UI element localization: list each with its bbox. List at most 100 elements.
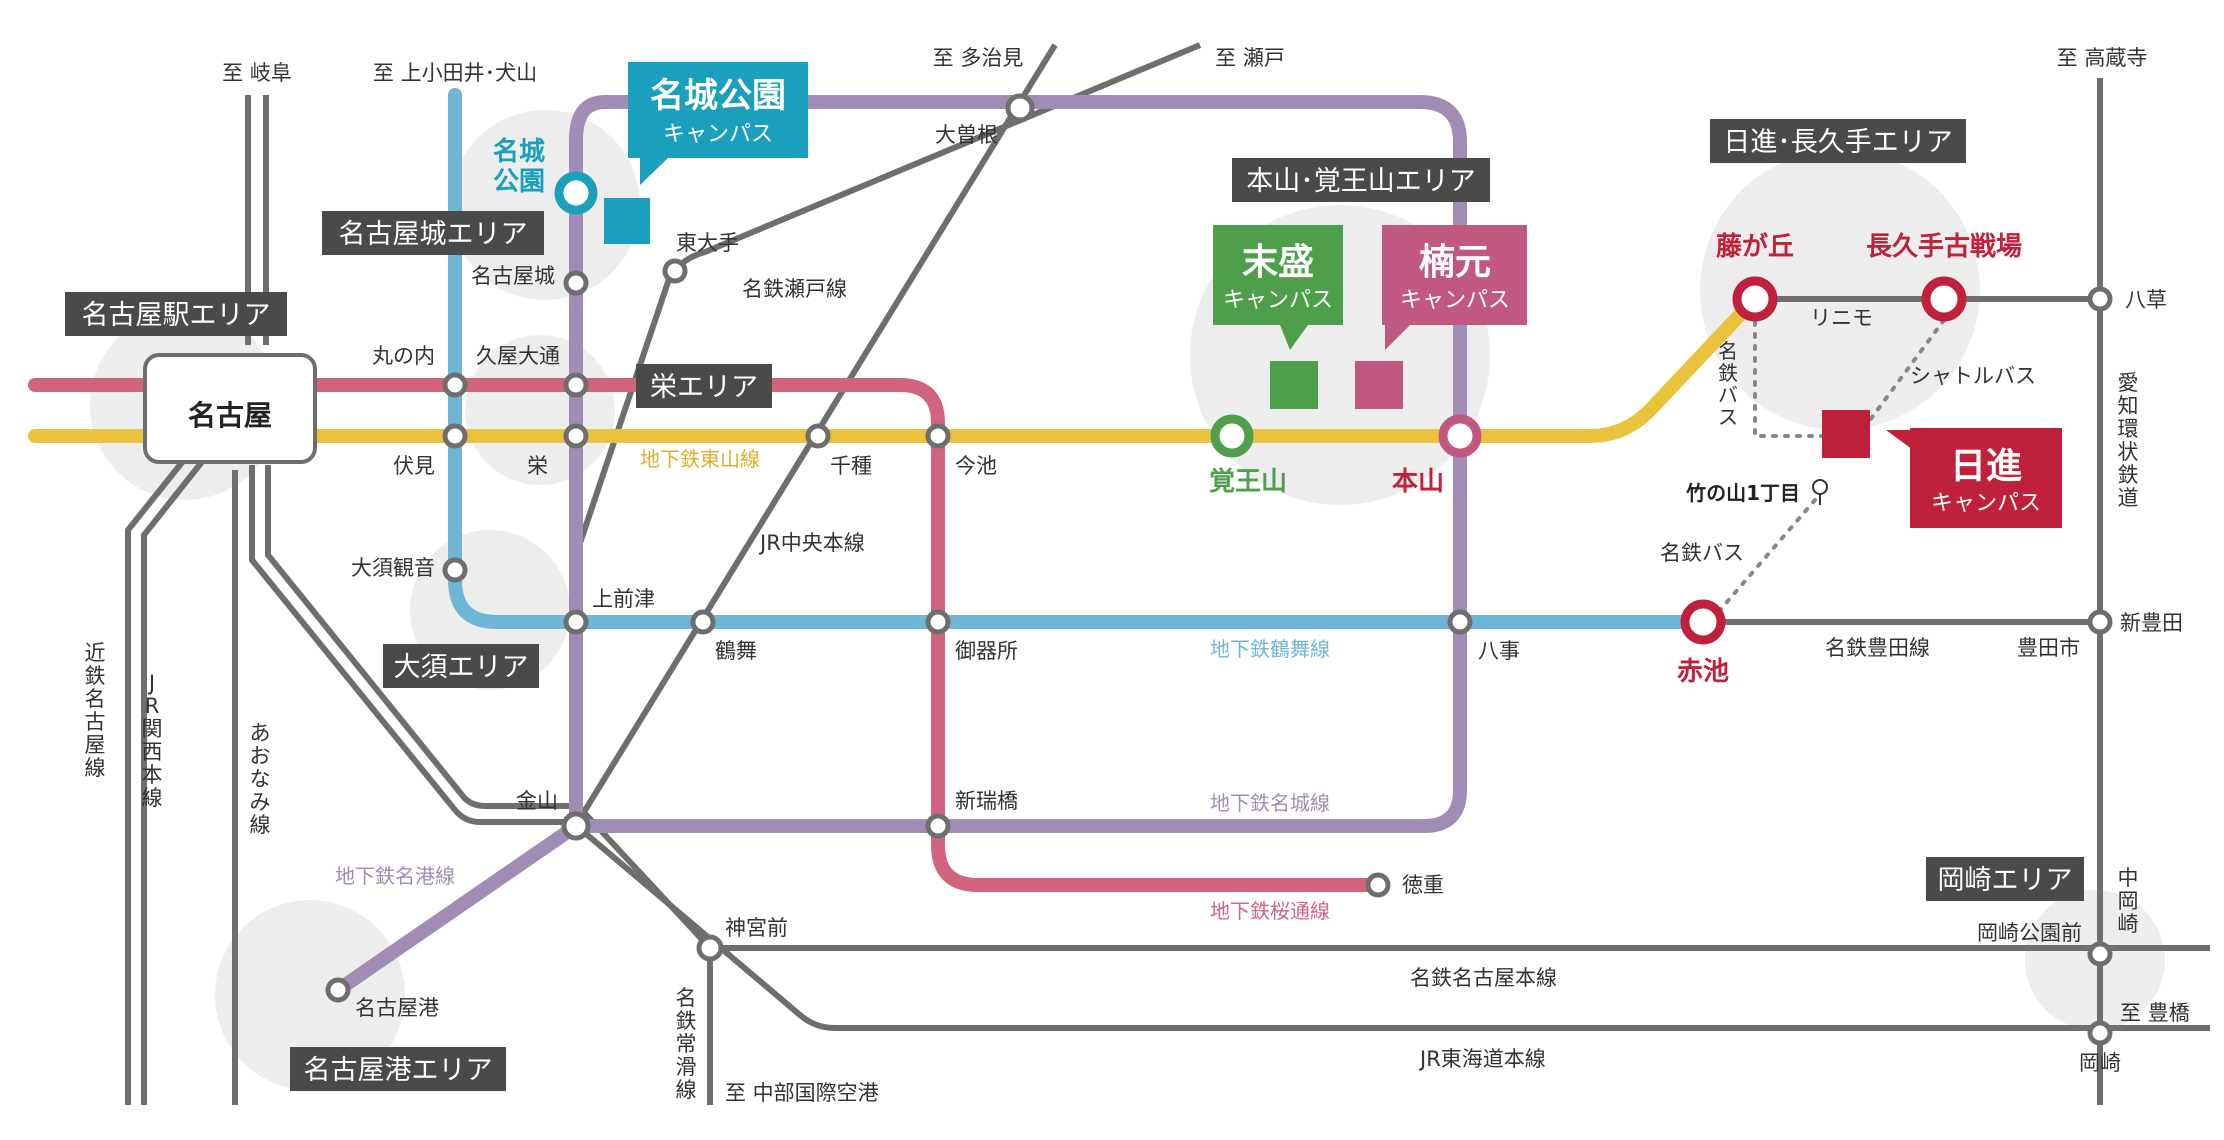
key-stations [554,171,1967,645]
shuttle-bus-route [1868,318,1946,422]
campus-meijo-name: 名城公園 [650,76,786,116]
bus-lines [1718,308,1946,612]
direction-labels: 至 岐阜 至 上小田井･犬山 至 多治見 至 瀬戸 至 高蔵寺 至 豊橋 至 中… [222,46,2190,1105]
station-nagoyajo [563,270,589,296]
label-meijokoen: 名城公園 [493,136,545,197]
campus-suemori-sub: キャンパス [1223,288,1333,313]
station-shinmizuhashi [925,813,951,839]
label-shinmizuhashi: 新瑞橋 [955,789,1018,813]
label-nagoyajo: 名古屋城 [471,264,555,288]
campus-meijo-sub: キャンパス [663,122,773,147]
vline-tokoname: 名鉄常滑線 [676,986,697,1102]
hub-nagoya-label: 名古屋 [188,399,272,432]
hub-nagoya: 名古屋 [143,353,317,464]
station-yagoto [1447,609,1473,635]
station-tokushige [1365,872,1391,898]
dir-gifu: 至 岐阜 [222,61,292,85]
label-takenoyama: 竹の山1丁目 [1685,481,1800,505]
line-higashiyama: 地下鉄東山線 [640,447,760,471]
line-labels: 地下鉄東山線 地下鉄鶴舞線 地下鉄名城線 地下鉄名港線 地下鉄桜通線 JR中央本… [335,277,2036,1071]
campus-suemori-marker [1270,361,1318,409]
label-nagoyako: 名古屋港 [355,996,439,1020]
label-fujigaoka: 藤が丘 [1716,231,1794,262]
station-gokiso [925,609,951,635]
label-akaike: 赤池 [1677,657,1729,687]
label-marunouchi: 丸の内 [372,344,435,368]
station-hisayaodori [563,372,589,398]
campus-nisshin-sub: キャンパス [1931,491,2041,516]
station-higashiote [662,258,688,284]
label-shintoyota: 新豊田 [2120,611,2183,635]
bus-stop-pin [1812,479,1828,505]
station-meijokoen [554,171,598,215]
station-nagakute [1921,276,1967,322]
vline-nakaokazaki: 中岡崎 [2118,866,2139,936]
station-labels: 名城公園 名古屋城 丸の内 久屋大通 伏見 栄 大須観音 上前津 鶴舞 東大手 … [351,123,2183,1075]
station-nagoyako [325,977,351,1003]
label-hisayaodori: 久屋大通 [476,344,560,368]
dir-toyohashi: 至 豊橋 [2120,1001,2190,1025]
label-kanayama: 金山 [516,789,558,813]
area-motoyama: 本山･覚王山エリア [1246,166,1476,197]
higashiyama-line [28,292,1762,443]
meijo-line [569,95,1467,833]
line-meitetsu-toyota: 名鉄豊田線 [1825,636,1930,660]
halo-nagoyako [215,900,405,1090]
label-jingumae: 神宮前 [725,916,788,940]
meitetsu-line [265,465,2210,951]
line-meitetsu-bus: 名鉄バス [1660,541,1744,565]
station-akaike [1680,599,1726,645]
station-yakusa [2087,286,2113,312]
station-marunouchi [442,372,468,398]
jr-kansai-line [141,456,208,1105]
vline-meitetsu-bus: 名鉄バス [1718,339,1738,429]
label-toyotashi: 豊田市 [2017,636,2080,660]
area-nagoyajo: 名古屋城エリア [339,219,528,250]
area-nagoyako: 名古屋港エリア [304,1055,493,1086]
station-chikusa [805,423,831,449]
line-tsurumai: 地下鉄鶴舞線 [1210,637,1330,661]
campus-kusumoto-marker [1355,361,1403,409]
station-okazaki [2087,1020,2113,1046]
label-sakae: 栄 [527,454,548,478]
line-meijo: 地下鉄名城線 [1210,791,1330,815]
campus-nisshin-marker [1822,410,1870,458]
station-okazakikoen [2087,941,2113,967]
label-kamimaezu: 上前津 [592,587,655,611]
area-okazaki: 岡崎エリア [1938,865,2073,896]
dir-airport: 至 中部国際空港 [725,1081,879,1105]
campus-callouts: 名城公園 キャンパス 末盛 キャンパス 楠元 キャンパス 日進 キャンパス [604,62,2062,528]
area-nagoya-eki: 名古屋駅エリア [82,300,271,331]
campus-nisshin-name: 日進 [1950,446,2022,487]
area-sakae: 栄エリア [650,372,758,403]
label-tokushige: 徳重 [1402,873,1444,897]
label-gokiso: 御器所 [955,639,1018,663]
meiko-line [331,819,583,997]
label-tsurumai: 鶴舞 [715,639,757,663]
line-jr-chuo: JR中央本線 [758,531,865,555]
label-motoyama: 本山 [1392,467,1444,497]
dir-kamiotai: 至 上小田井･犬山 [373,61,537,85]
kintetsu-line [125,453,191,1105]
campus-meijo-marker [604,198,650,244]
dir-tajimi: 至 多治見 [933,46,1024,70]
station-ozone [1005,93,1035,123]
stations [325,93,2113,1046]
vline-aonami: あおなみ線 [250,721,271,837]
dir-takakuraji: 至 高蔵寺 [2057,46,2148,70]
line-meitetsu-seto: 名鉄瀬戸線 [742,277,847,301]
campus-kusumoto-sub: キャンパス [1400,288,1510,313]
label-kakuozan: 覚王山 [1209,467,1287,497]
station-kakuozan [1210,414,1254,458]
label-osukannon: 大須観音 [351,556,435,580]
area-osu: 大須エリア [394,652,529,683]
station-kanayama [561,811,591,841]
line-linimo: リニモ [1810,306,1873,330]
line-jr-tokaido: JR東海道本線 [1418,1047,1546,1071]
line-shuttle: シャトルバス [1910,364,2036,388]
label-higashiote: 東大手 [676,231,739,255]
station-osukannon [442,557,468,583]
